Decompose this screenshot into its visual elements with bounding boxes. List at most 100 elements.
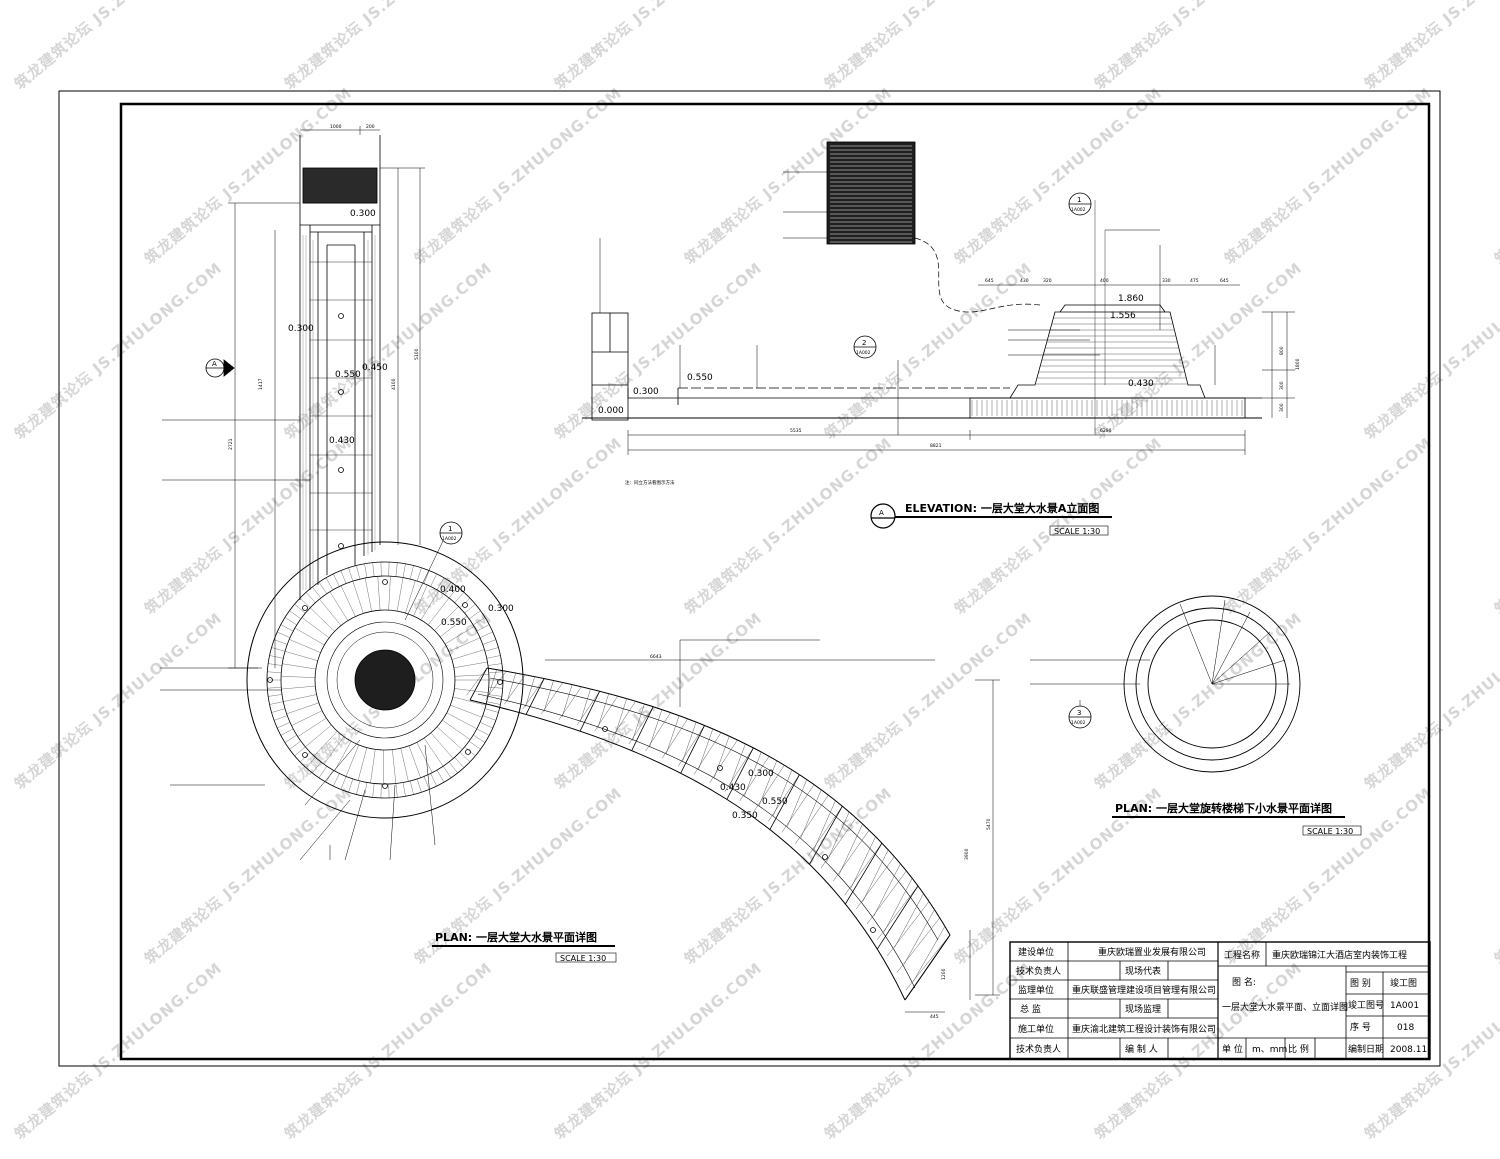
hatch-line bbox=[333, 573, 340, 587]
hatch-line bbox=[682, 721, 697, 763]
outer-frame bbox=[58, 90, 1441, 1067]
watermark-text: 筑龙建筑论坛 JS.ZHULONG.COM bbox=[1090, 259, 1305, 444]
hatch-line bbox=[632, 703, 645, 741]
hatch-line bbox=[395, 562, 398, 577]
watermark-text: 筑龙建筑论坛 JS.ZHULONG.COM bbox=[950, 84, 1165, 269]
hatch-line bbox=[416, 742, 433, 773]
section-bubble bbox=[1068, 705, 1092, 729]
hatch-line bbox=[781, 784, 815, 833]
watermark-text: 筑龙建筑论坛 JS.ZHULONG.COM bbox=[550, 0, 765, 94]
hatch-line bbox=[543, 680, 554, 712]
hatch-line bbox=[413, 584, 428, 617]
dim-label: 4100 bbox=[391, 378, 397, 390]
tb-supervisor-label: 监理单位 bbox=[1018, 984, 1054, 996]
hatch-line bbox=[388, 576, 391, 611]
tb-project: 重庆欧瑞锦江大酒店室内装饰工程 bbox=[1272, 949, 1407, 961]
hatch-line bbox=[773, 769, 793, 817]
hatch-line bbox=[485, 671, 507, 700]
watermark-text: 筑龙建筑论坛 JS.ZHULONG.COM bbox=[820, 0, 1035, 94]
tile-joint bbox=[579, 691, 601, 732]
main-plan bbox=[246, 135, 951, 1001]
hatch-line bbox=[611, 701, 636, 738]
hatch-line bbox=[416, 778, 422, 793]
title-block bbox=[1009, 941, 1431, 1060]
small-plan-title: PLAN: 一层大堂旋转楼梯下小水景平面详图 bbox=[1115, 801, 1332, 815]
hatch-line bbox=[724, 747, 754, 792]
level-label: 0.550 bbox=[335, 370, 361, 380]
level-label: 0.300 bbox=[488, 604, 514, 614]
hatch-line bbox=[628, 706, 654, 745]
hatch-line bbox=[402, 563, 406, 578]
hatch-line bbox=[310, 607, 335, 632]
tb-site-sup-label: 现场监理 bbox=[1125, 1003, 1161, 1015]
level-label: 0.430 bbox=[1128, 379, 1154, 389]
hatch-line bbox=[383, 749, 384, 784]
watermark-text: 筑龙建筑论坛 JS.ZHULONG.COM bbox=[1360, 0, 1500, 94]
hatch-line bbox=[473, 617, 486, 626]
hatch-line bbox=[299, 597, 311, 608]
main-plan-title: PLAN: 一层大堂大水景平面详图 bbox=[435, 930, 597, 944]
hatch-line bbox=[277, 722, 291, 729]
main-plan-scale: SCALE 1:30 bbox=[560, 954, 606, 963]
hatch-line bbox=[430, 773, 437, 787]
level-label: 1.860 bbox=[1118, 294, 1144, 304]
hatch-line bbox=[340, 776, 347, 790]
hatch-line bbox=[313, 731, 338, 757]
hatch-line bbox=[436, 577, 445, 591]
elevation-view bbox=[582, 141, 1295, 455]
dim-label: 800 bbox=[1279, 346, 1285, 355]
tb-seq-label: 序 号 bbox=[1350, 1021, 1371, 1033]
hatch-line bbox=[377, 576, 381, 611]
hatch-line bbox=[844, 842, 883, 895]
watermark-text: 筑龙建筑论坛 JS.ZHULONG.COM bbox=[820, 609, 1035, 794]
elevation-marker-letter: A bbox=[879, 509, 884, 517]
dim-label: 645 bbox=[1220, 278, 1229, 284]
tb-date-label: 编制日期 bbox=[1348, 1043, 1384, 1055]
main-plan-marker-letter: A bbox=[212, 360, 217, 368]
watermark-text: 筑龙建筑论坛 JS.ZHULONG.COM bbox=[140, 784, 355, 969]
hatch-line bbox=[284, 651, 318, 661]
hatch-line bbox=[522, 678, 545, 710]
tb-ratio-label: 比 例 bbox=[1288, 1043, 1309, 1055]
bubble-ref: 1A002 bbox=[1071, 720, 1086, 726]
hatch-line bbox=[352, 581, 364, 614]
hatch-line bbox=[729, 743, 746, 788]
hatch-line bbox=[340, 570, 347, 584]
hatch-line bbox=[487, 694, 502, 697]
hatch-line bbox=[808, 806, 843, 856]
hatch-line bbox=[268, 694, 283, 697]
dim-label: 200 bbox=[366, 124, 375, 130]
tb-supervisor: 重庆联盛管理建设项目管理有限公司 bbox=[1072, 984, 1216, 996]
watermark-text: 筑龙建筑论坛 JS.ZHULONG.COM bbox=[550, 259, 765, 444]
hatch-line bbox=[469, 610, 481, 620]
hatch-line bbox=[469, 740, 481, 750]
dim-label: 400 bbox=[1100, 278, 1109, 284]
hatch-line bbox=[325, 577, 334, 591]
hatch-line bbox=[318, 582, 327, 594]
hatch-line bbox=[709, 739, 738, 783]
watermark-text: 筑龙建筑论坛 JS.ZHULONG.COM bbox=[1220, 84, 1435, 269]
hatch-line bbox=[289, 610, 301, 620]
tile-joint bbox=[845, 842, 883, 905]
hatch-line bbox=[348, 567, 354, 582]
hatch-line bbox=[297, 717, 327, 737]
watermark-text: 筑龙建筑论坛 JS.ZHULONG.COM bbox=[1090, 0, 1305, 94]
dim-label: 5470 bbox=[986, 818, 992, 830]
tile-joint bbox=[809, 806, 843, 865]
watermark-text: 筑龙建筑论坛 JS.ZHULONG.COM bbox=[550, 959, 765, 1144]
hatch-line bbox=[451, 649, 485, 660]
watermark-text: 筑龙建筑论坛 JS.ZHULONG.COM bbox=[1490, 784, 1500, 969]
hatch-line bbox=[269, 701, 284, 705]
hatch-line bbox=[450, 704, 483, 718]
dim-label: 430 bbox=[1020, 278, 1029, 284]
hatch-line bbox=[579, 688, 591, 723]
hatch-line bbox=[420, 590, 439, 621]
hatch-line bbox=[479, 631, 493, 638]
hatch-line bbox=[873, 863, 901, 917]
hatch-line bbox=[525, 676, 535, 707]
hatch-line bbox=[408, 745, 421, 778]
dim-label: 1200 bbox=[941, 968, 947, 980]
section-bubble bbox=[853, 335, 877, 359]
bubble-number: 2 bbox=[862, 339, 866, 347]
